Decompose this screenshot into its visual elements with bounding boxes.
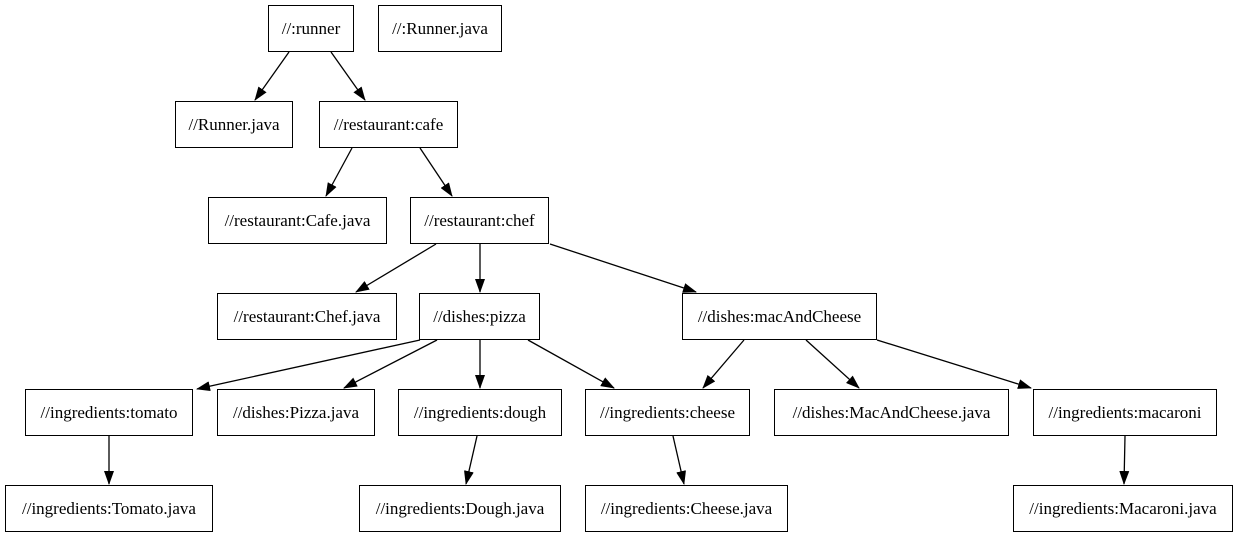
edge-pizza-to-tomato [196,339,421,392]
node-cheese-java: //ingredients:Cheese.java [585,485,788,532]
node-dough: //ingredients:dough [398,389,562,436]
edge-pizza-to-pizza-java [343,339,438,389]
node-tomato-java: //ingredients:Tomato.java [5,485,213,532]
edge-cafe-to-chef [419,147,453,197]
node-label-cheese-java: //ingredients:Cheese.java [600,499,773,518]
node-runner-java: //Runner.java [175,101,293,148]
node-runner-java-root: //:Runner.java [378,5,502,52]
node-dough-java: //ingredients:Dough.java [359,485,561,532]
edge-runner-to-runner-java [254,51,290,101]
node-cafe-java: //restaurant:Cafe.java [208,197,387,244]
node-label-tomato: //ingredients:tomato [40,403,178,422]
node-label-macaroni-java: //ingredients:Macaroni.java [1029,499,1217,518]
node-label-tomato-java: //ingredients:Tomato.java [22,499,196,518]
edge-runner-to-cafe [330,51,366,101]
edge-mac-and-cheese-to-mac-and-cheese-java [805,339,860,389]
node-chef: //restaurant:chef [410,197,549,244]
node-label-runner: //:runner [281,19,341,38]
node-pizza-java: //dishes:Pizza.java [217,389,375,436]
edge-pizza-to-cheese [527,339,615,389]
node-cheese: //ingredients:cheese [585,389,750,436]
node-label-pizza-java: //dishes:Pizza.java [232,403,360,422]
node-label-mac-and-cheese-java: //dishes:MacAndCheese.java [792,403,991,422]
node-cafe: //restaurant:cafe [319,101,458,148]
node-label-cheese: //ingredients:cheese [599,403,735,422]
edge-chef-to-mac-and-cheese [549,243,697,293]
edge-mac-and-cheese-to-macaroni [876,339,1032,389]
node-label-dough-java: //ingredients:Dough.java [375,499,545,518]
node-label-cafe-java: //restaurant:Cafe.java [224,211,371,230]
edge-mac-and-cheese-to-cheese [702,339,745,389]
node-label-runner-java: //Runner.java [188,115,280,134]
node-label-chef: //restaurant:chef [424,211,535,230]
node-pizza: //dishes:pizza [419,293,540,340]
edge-cheese-to-cheese-java [672,435,686,485]
node-chef-java: //restaurant:Chef.java [217,293,397,340]
node-runner: //:runner [268,5,354,52]
node-label-pizza: //dishes:pizza [433,307,526,326]
node-label-dough: //ingredients:dough [413,403,547,422]
node-label-cafe: //restaurant:cafe [333,115,444,134]
edge-dough-to-dough-java [464,435,478,485]
node-label-runner-java-root: //:Runner.java [392,19,488,38]
node-label-chef-java: //restaurant:Chef.java [233,307,381,326]
node-label-mac-and-cheese: //dishes:macAndCheese [697,307,862,326]
node-tomato: //ingredients:tomato [25,389,193,436]
edge-macaroni-to-macaroni-java [1119,435,1130,485]
node-mac-and-cheese-java: //dishes:MacAndCheese.java [774,389,1009,436]
node-macaroni: //ingredients:macaroni [1033,389,1217,436]
node-macaroni-java: //ingredients:Macaroni.java [1013,485,1233,532]
node-mac-and-cheese: //dishes:macAndCheese [682,293,877,340]
edge-chef-to-chef-java [355,243,437,293]
edge-cafe-to-cafe-java [325,147,353,197]
node-label-macaroni: //ingredients:macaroni [1048,403,1202,422]
